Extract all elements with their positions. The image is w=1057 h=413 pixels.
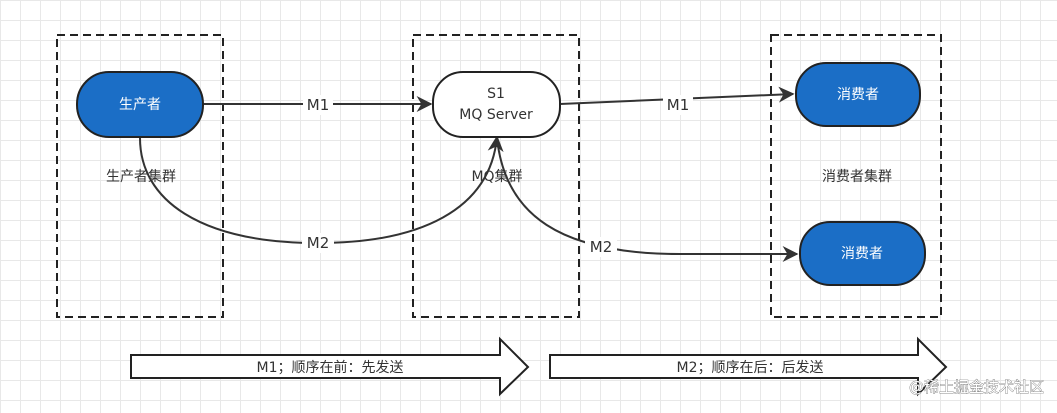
- order-note-second: M2；顺序在后：后发送: [549, 336, 948, 397]
- edge-producer-to-server-m2: [139, 135, 504, 245]
- svg-text:M2: M2: [307, 234, 330, 252]
- svg-text:M1: M1: [307, 96, 330, 114]
- svg-text:M1: M1: [667, 96, 690, 114]
- producer-cluster[interactable]: 生产者集群: [56, 34, 224, 318]
- edge-server-to-consumer2-m2: [496, 137, 799, 262]
- order-note-second-label: M2；顺序在后：后发送: [677, 360, 824, 376]
- mq-server-id-label: S1: [487, 86, 505, 102]
- watermark: @稀土掘金技术社区: [909, 378, 1044, 396]
- edge-label-server-to-consumer1-m1: M1: [663, 95, 693, 115]
- order-note-first-label: M1；顺序在前：先发送: [257, 359, 404, 376]
- edge-label-server-to-consumer2-m2: M2: [585, 237, 617, 257]
- consumer-node-1-label: 消费者: [837, 87, 879, 103]
- mq-cluster[interactable]: MQ集群: [412, 34, 580, 318]
- producer-node-label: 生产者: [119, 97, 161, 113]
- mq-server-node[interactable]: S1 MQ Server: [432, 71, 561, 138]
- svg-text:M2: M2: [590, 238, 613, 256]
- mq-server-name-label: MQ Server: [459, 107, 533, 123]
- consumer-node-2-label: 消费者: [841, 246, 883, 262]
- edge-label-producer-to-server-m2: M2: [302, 233, 334, 253]
- producer-node[interactable]: 生产者: [76, 71, 204, 138]
- producer-cluster-label: 生产者集群: [106, 168, 176, 185]
- order-note-first: M1；顺序在前：先发送: [130, 336, 530, 397]
- consumer-cluster-label: 消费者集群: [822, 168, 892, 185]
- mq-cluster-label: MQ集群: [471, 168, 522, 185]
- consumer-cluster[interactable]: 消费者集群: [770, 34, 942, 318]
- consumer-node-1[interactable]: 消费者: [795, 62, 921, 127]
- edge-label-producer-to-server-m1: M1: [303, 95, 333, 115]
- consumer-node-2[interactable]: 消费者: [799, 221, 926, 286]
